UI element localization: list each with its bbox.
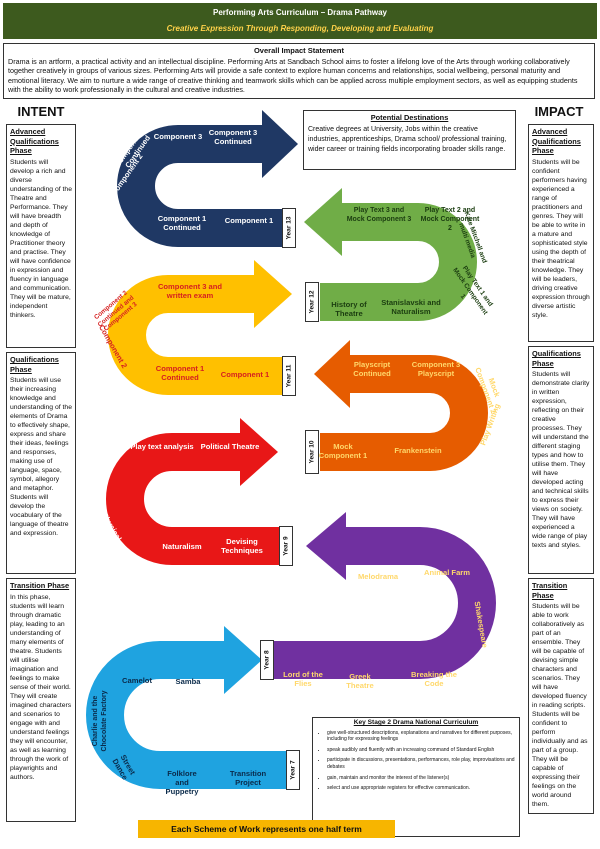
unit-y11-component-1: Component 1: [220, 370, 270, 379]
unit-y8-melodrama: Melodrama: [357, 572, 399, 581]
arrow-head-year-11: [254, 260, 292, 328]
road-year-13: [117, 125, 290, 247]
unit-y8-breaking-the-code: Breaking the Code: [411, 670, 457, 688]
intent-transition-title: Transition Phase: [10, 581, 70, 590]
unit-y12-stanislavski: Stanislavski and Naturalism: [381, 298, 441, 316]
arrow-head-year-12: [304, 188, 342, 256]
unit-y12-play-text-2: Play Text 2 and Mock Component 2: [420, 207, 480, 232]
impact-heading: IMPACT: [534, 104, 584, 119]
intent-advanced-body: Students will develop a rich and diverse…: [10, 158, 72, 319]
impact-qualifications-box: Qualifications Phase Students will demon…: [528, 346, 594, 574]
road-year-8: [270, 527, 496, 679]
intent-qualifications-box: Qualifications Phase Students will use t…: [6, 352, 76, 574]
potential-destinations-box: Potential Destinations Creative degrees …: [303, 110, 516, 170]
unit-y7-folklore-puppetry: Folklore and Puppetry: [165, 769, 199, 796]
impact-transition-box: Transition Phase Students will be able t…: [528, 578, 594, 814]
intent-qualifications-body: Students will use their increasing knowl…: [10, 377, 72, 537]
ks2-item: participate in discussions, presentation…: [327, 757, 515, 770]
unit-y13-component-1: Component 1: [224, 216, 274, 225]
header-banner: Performing Arts Curriculum – Drama Pathw…: [3, 3, 597, 39]
year-13-label: Year 13: [282, 208, 296, 248]
year-7-label: Year 7: [286, 750, 300, 790]
unit-y9-naturalism: Naturalism: [162, 542, 202, 551]
arrow-head-year-8: [306, 512, 346, 580]
unit-y13-component-3-continued: Component 3 Continued: [208, 128, 258, 146]
road-year-10: [320, 355, 488, 471]
unit-y10-component-3-playscript: Component 3 Playscript: [411, 360, 461, 378]
arrow-head-year-9: [240, 418, 278, 486]
year-11-label: Year 11: [282, 356, 296, 396]
impact-advanced-title: Advanced Qualifications Phase: [532, 127, 581, 155]
unit-y13-component-1-continued: Component 1 Continued: [157, 214, 207, 232]
arrow-head-year-10: [314, 340, 350, 408]
year-8-label: Year 8: [260, 640, 274, 680]
arrow-head-year-7: [224, 626, 262, 694]
intent-heading: INTENT: [17, 104, 65, 119]
unit-y7-transition-project: Transition Project: [229, 769, 267, 787]
unit-y9-devising-techniques: Devising Techniques: [221, 537, 263, 555]
road-year-11: [108, 275, 290, 395]
intent-advanced-qualifications-box: Advanced Qualifications Phase Students w…: [6, 124, 76, 348]
year-10-label: Year 10: [305, 430, 319, 474]
ks2-item: gain, maintain and monitor the interest …: [327, 775, 515, 782]
potential-destinations-body: Creative degrees at University, Jobs wit…: [308, 126, 507, 153]
ks2-list: give well-structured descriptions, expla…: [317, 730, 515, 792]
potential-destinations-title: Potential Destinations: [370, 113, 449, 122]
header-subtitle: Creative Expression Through Responding, …: [166, 24, 434, 33]
impact-transition-title: Transition Phase: [532, 581, 568, 600]
unit-y9-play-text-analysis: Play text analysis: [130, 442, 194, 451]
impact-qualifications-title: Qualifications Phase: [532, 349, 581, 368]
footer-note: Each Scheme of Work represents one half …: [138, 820, 395, 838]
impact-transition-body: Students will be able to work collaborat…: [532, 603, 588, 808]
header-title: Performing Arts Curriculum – Drama Pathw…: [213, 8, 387, 17]
unit-y13-component-3: Component 3: [153, 132, 203, 141]
arrow-head-year-13: [262, 110, 298, 178]
intent-qualifications-title: Qualifications Phase: [10, 355, 59, 374]
unit-y10-frankenstein: Frankenstein: [394, 446, 442, 455]
unit-y11-component-1-continued: Component 1 Continued: [155, 364, 205, 382]
year-9-label: Year 9: [279, 526, 293, 566]
ks2-item: select and use appropriate registers for…: [327, 785, 515, 792]
ks2-item: speak audibly and fluently with an incre…: [327, 747, 515, 754]
impact-advanced-qualifications-box: Advanced Qualifications Phase Students w…: [528, 124, 594, 342]
unit-y8-lord-of-the-flies: Lord of the Flies: [283, 670, 323, 688]
ks2-title: Key Stage 2 Drama National Curriculum: [353, 719, 479, 726]
intent-transition-box: Transition Phase In this phase, students…: [6, 578, 76, 822]
unit-y7-camelot: Camelot: [122, 676, 152, 685]
impact-statement-title: Overall Impact Statement: [253, 46, 345, 55]
unit-y7-samba: Samba: [175, 677, 201, 686]
road-year-7: [86, 641, 300, 789]
unit-y9-political-theatre: Political Theatre: [200, 442, 260, 451]
unit-y12-history-of-theatre: History of Theatre: [331, 300, 367, 318]
unit-y10-mock-component-1: Mock Component 1: [318, 442, 368, 460]
unit-y8-greek-theatre: Greek Theatre: [346, 672, 374, 690]
intent-advanced-title: Advanced Qualifications Phase: [10, 127, 59, 155]
road-year-9: [106, 433, 290, 565]
impact-qualifications-body: Students will demonstrate clarity in wri…: [532, 371, 590, 549]
unit-y12-play-text-3: Play Text 3 and Mock Component 3: [346, 207, 412, 223]
impact-statement-body: Drama is an artform, a practical activit…: [8, 56, 578, 95]
ks2-curriculum-box: Key Stage 2 Drama National Curriculum gi…: [312, 717, 520, 837]
road-year-12: [320, 203, 477, 321]
ks2-item: give well-structured descriptions, expla…: [327, 730, 515, 743]
impact-statement-box: Overall Impact Statement Drama is an art…: [3, 43, 595, 99]
intent-transition-body: In this phase, students will learn throu…: [10, 593, 72, 781]
unit-y8-animal-farm: Animal Farm: [424, 568, 470, 577]
impact-advanced-body: Students will be confident performers ha…: [532, 158, 590, 319]
unit-y11-component-3-written-exam: Component 3 and written exam: [157, 282, 223, 300]
unit-y10-playscript-continued: Playscript Continued: [353, 360, 391, 378]
year-12-label: Year 12: [305, 282, 319, 322]
unit-y7-charlie-chocolate-factory: Charlie and the Chocolate Factory: [92, 690, 108, 752]
